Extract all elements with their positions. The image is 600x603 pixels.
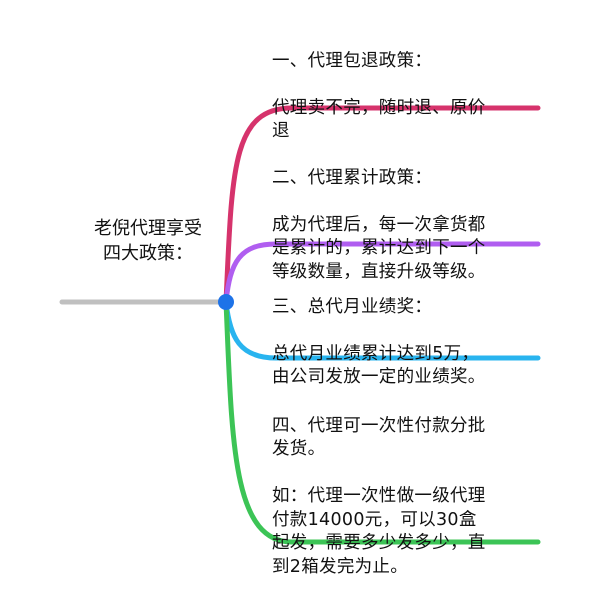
branch-1-title: 一、代理包退政策： [272,50,433,71]
branch-1-topic[interactable]: 一、代理包退政策： 代理卖不完，随时退、原价 退 [272,26,542,167]
branch-connector-4 [223,299,541,545]
branch-3-title: 三、总代月业绩奖： [272,296,433,317]
branch-4-body: 如：代理一次性做一级代理 付款14000元，可以30盒 起发，需要多少发多少，直… [272,486,486,577]
branch-2-topic[interactable]: 二、代理累计政策： 成为代理后，每一次拿货都 是累计的，累计达到下一个 等级数量… [272,143,542,308]
mindmap-connectors [59,105,541,545]
center-node[interactable] [218,294,234,310]
branch-1-body: 代理卖不完，随时退、原价 退 [272,97,486,142]
branch-2-body: 成为代理后，每一次拿货都 是累计的，累计达到下一个 等级数量，直接升级等级。 [272,214,486,282]
branch-connector-1 [223,105,541,305]
root-topic[interactable]: 老倪代理享受 四大政策： [94,218,202,264]
branch-connector-2 [223,241,541,305]
branch-4-topic[interactable]: 四、代理可一次性付款分批 发货。 如：代理一次性做一级代理 付款14000元，可… [272,391,542,603]
branch-2-title: 二、代理累计政策： [272,167,433,188]
branch-4-title: 四、代理可一次性付款分批 发货。 [272,415,486,460]
branch-3-body: 总代月业绩累计达到5万， 由公司发放一定的业绩奖。 [272,343,486,388]
branch-3-topic[interactable]: 三、总代月业绩奖： 总代月业绩累计达到5万， 由公司发放一定的业绩奖。 [272,272,542,413]
